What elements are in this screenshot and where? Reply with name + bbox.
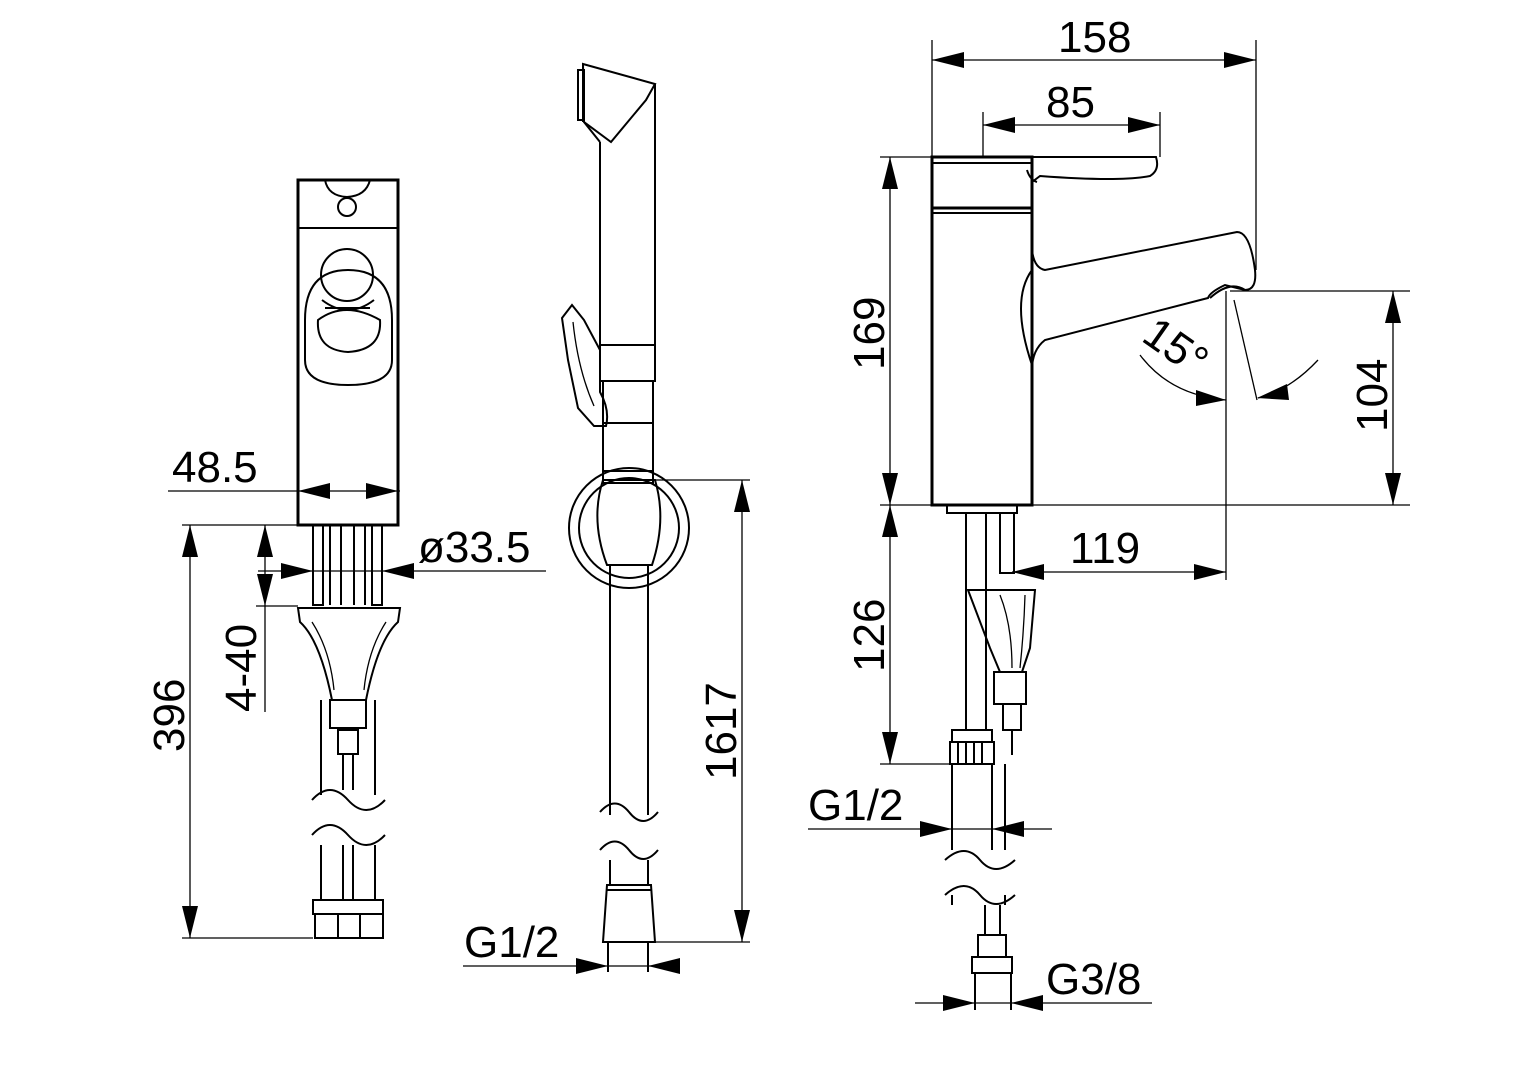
hose-thread-label: G1/2	[464, 918, 559, 967]
under-height-label: 126	[845, 599, 894, 672]
spout-angle-label: 15°	[1134, 308, 1217, 386]
spout-reach-label: 119	[1070, 524, 1140, 573]
total-width-label: 158	[1058, 13, 1131, 62]
lever-width-label: 85	[1046, 78, 1095, 127]
side-view: 158 85 169 104 15° 119	[808, 13, 1410, 1011]
front-hole-label: ø33.5	[418, 523, 531, 572]
body-height-label: 169	[845, 297, 894, 370]
hand-shower-view: 1617 G1/2	[463, 62, 750, 974]
supply-thread-label: G3/8	[1046, 955, 1141, 1004]
front-clamp-label: 4-40	[217, 624, 266, 712]
front-width-label: 48.5	[172, 443, 258, 492]
main-thread-label: G1/2	[808, 781, 903, 830]
spout-height-label: 104	[1348, 359, 1397, 432]
hose-length-label: 1617	[697, 682, 746, 780]
front-height-label: 396	[145, 679, 194, 752]
front-view: 48.5 396 4-40 ø33.5	[145, 178, 546, 939]
